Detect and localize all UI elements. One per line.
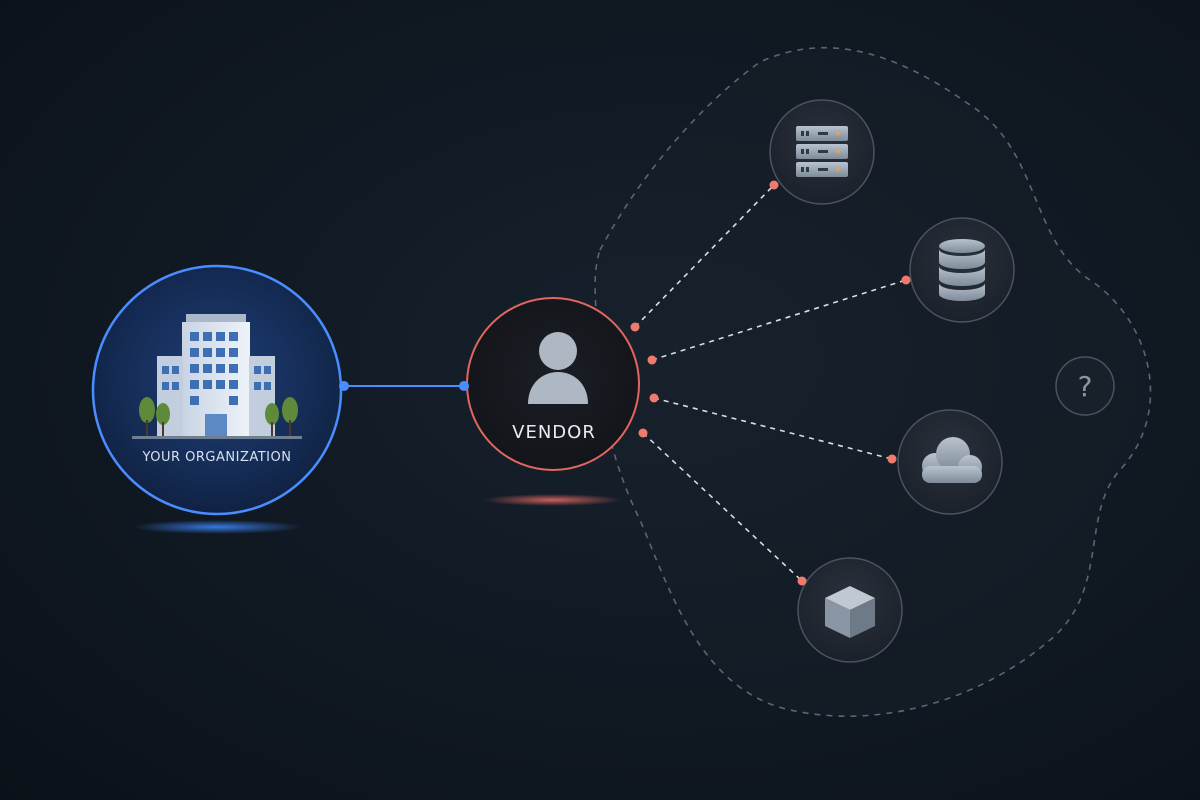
cloud-icon [922,437,982,483]
connector-dot [887,454,897,464]
organization-label: YOUR ORGANIZATION [142,450,292,465]
vendor-glow [483,494,623,506]
dependency-connectors [634,184,907,582]
vendor-connector-dots [630,322,659,438]
cube-icon [825,586,875,638]
connector-dot [797,576,807,586]
unknown-node[interactable] [1055,356,1115,416]
vendor-link-dot [459,381,469,391]
connector-line-database [651,279,907,361]
org-link-dot [339,381,349,391]
connector-dot [901,275,911,285]
connector-dot [638,428,648,438]
server-rack-icon [796,126,848,177]
connector-dot [769,180,779,190]
connector-line-cube [642,432,803,582]
person-icon [528,332,588,404]
connector-dot [649,393,659,403]
connector-dot [647,355,657,365]
dependency-boundary [594,46,1152,717]
organization-glow [132,520,302,534]
database-icon [939,239,985,301]
database-node[interactable] [909,217,1015,323]
question-mark-icon: ? [1078,370,1093,403]
connector-line-cloud [653,397,893,460]
office-building-icon [132,314,302,439]
vendor-label: VENDOR [512,422,596,443]
connector-dot [630,322,640,332]
connector-line-server [634,184,775,328]
